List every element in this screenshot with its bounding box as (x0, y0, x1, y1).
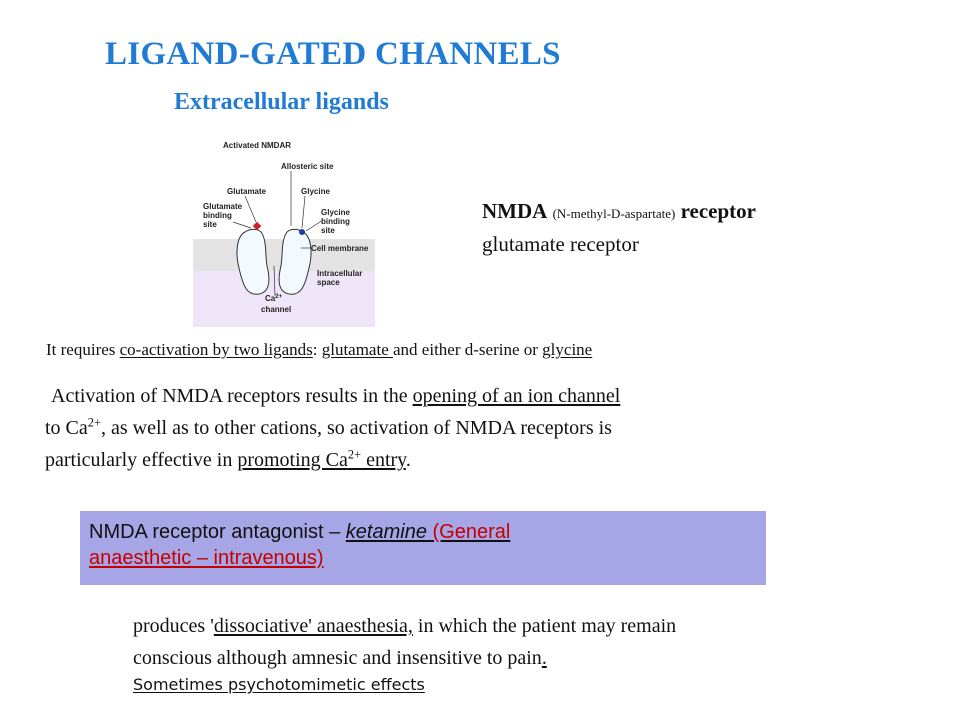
glycine-marker (299, 229, 305, 235)
activation-sup-1: 2+ (87, 415, 101, 430)
effects-paragraph: produces 'dissociative' anaesthesia, in … (133, 610, 893, 674)
activation-underlined-1: opening of an ion channel (412, 385, 621, 407)
activation-end: . (405, 449, 411, 471)
activation-underlined-2: promoting Ca2+ entry (237, 447, 406, 471)
activation-line-2: to Ca2+, as well as to other cations, so… (45, 412, 925, 444)
antagonist-line-1: NMDA receptor antagonist – ketamine (Gen… (89, 519, 766, 545)
label-glycine-binding-3: site (321, 226, 335, 235)
label-glycine-binding-2: binding (321, 217, 350, 226)
nmdar-diagram: Activated NMDAR Allosteric site Glutamat… (193, 136, 375, 327)
effects-underlined-1: dissociative' anaesthesia, (213, 615, 413, 637)
activation-part2a: to Ca (45, 417, 88, 439)
antagonist-red-2: anaesthetic – intravenous) (89, 547, 324, 569)
activation-line-3: particularly effective in promoting Ca2+… (45, 444, 925, 476)
label-glutamate: Glutamate (227, 187, 267, 196)
coactivation-text: It requires co-activation by two ligands… (46, 340, 592, 360)
effects-part1: produces ' (133, 615, 214, 637)
activation-line-1: Activation of NMDA receptors results in … (45, 380, 925, 412)
label-ca-channel-2: channel (261, 305, 291, 314)
antagonist-line-2: anaesthetic – intravenous) (89, 545, 766, 571)
psychotomimetic-text: Sometimes psychotomimetic effects (133, 675, 425, 694)
diagram-leader-lines (232, 171, 324, 297)
label-glycine: Glycine (301, 187, 330, 196)
activation-part2b: , as well as to other cations, so activa… (100, 417, 612, 439)
coactivation-middle: and either d-serine or (393, 340, 543, 359)
antagonist-red-1: (General (432, 521, 511, 543)
activation-underlined-2a: promoting Ca (237, 449, 348, 471)
receptor-subunit-left (236, 228, 270, 295)
activation-paragraph: Activation of NMDA receptors results in … (45, 380, 925, 476)
effects-line-1: produces 'dissociative' anaesthesia, in … (133, 610, 893, 642)
antagonist-drug: ketamine (345, 521, 433, 543)
receptor-subunit-right (278, 228, 312, 295)
nmda-subtitle: glutamate receptor (482, 232, 639, 256)
label-glycine-binding-1: Glycine (321, 208, 350, 217)
leader-glycine (301, 195, 306, 229)
leader-glutamate (244, 195, 257, 223)
label-intracellular-2: space (317, 278, 340, 287)
nmda-expansion: (N-methyl-D-aspartate) (552, 206, 676, 221)
coactivation-underlined: co-activation by two ligands (119, 340, 313, 359)
antagonist-part1: NMDA receptor antagonist – (89, 521, 346, 543)
leader-ca-channel (273, 265, 276, 297)
effects-part2: in which the patient may remain (412, 615, 677, 637)
activation-part3: particularly effective in (45, 449, 238, 471)
activation-underlined-2b: entry (361, 449, 406, 471)
effects-line-2: conscious although amnesic and insensiti… (133, 642, 893, 674)
slide-subtitle: Extracellular ligands (174, 89, 389, 115)
slide-title: LIGAND-GATED CHANNELS (105, 36, 561, 72)
antagonist-box: NMDA receptor antagonist – ketamine (Gen… (80, 511, 766, 585)
coactivation-glutamate: glutamate (321, 340, 393, 359)
diagram-title: Activated NMDAR (223, 141, 291, 150)
psychotomimetic-note: Sometimes psychotomimetic effects (133, 675, 425, 694)
activation-sup-2: 2+ (347, 447, 362, 462)
label-glutamate-binding-3: site (203, 220, 217, 229)
label-intracellular-1: Intracellular (317, 269, 362, 278)
nmda-receptor-word: receptor (680, 199, 756, 223)
coactivation-glycine: glycine (542, 340, 593, 359)
leader-glycine-binding (305, 219, 324, 232)
label-glutamate-binding-2: binding (203, 211, 232, 220)
nmda-title-line: NMDA (N-methyl-D-aspartate) receptor (482, 196, 756, 229)
label-allosteric-site: Allosteric site (281, 162, 334, 171)
effects-part3: conscious although amnesic and insensiti… (133, 647, 542, 669)
label-glutamate-binding-1: Glutamate (203, 202, 243, 211)
label-cell-membrane: Cell membrane (311, 244, 369, 253)
nmda-receptor-heading: NMDA (N-methyl-D-aspartate) receptor glu… (482, 196, 756, 259)
effects-underlined-2: . (541, 647, 547, 669)
nmda-name: NMDA (482, 199, 548, 223)
coactivation-colon: : (312, 340, 322, 359)
activation-part1: Activation of NMDA receptors results in … (51, 385, 413, 407)
leader-glutamate-binding (232, 221, 252, 229)
coactivation-prefix: It requires (46, 340, 120, 359)
label-ca-channel-1: Ca2+ (265, 294, 283, 303)
